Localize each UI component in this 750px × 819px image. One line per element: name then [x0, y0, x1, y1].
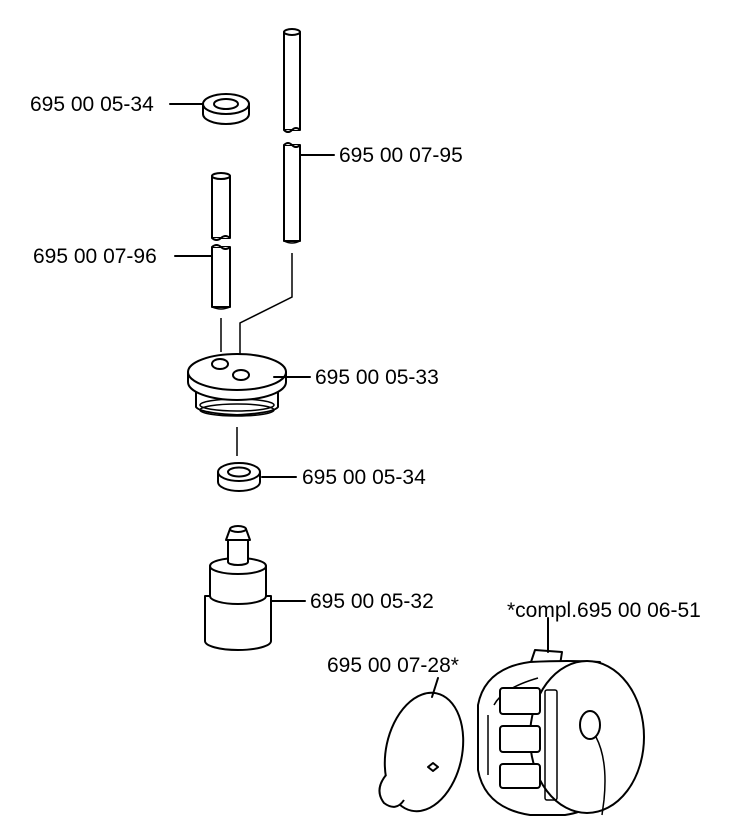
- label-fuel-filter: 695 00 05-32: [310, 590, 434, 613]
- label-hose-short: 695 00 07-96: [33, 245, 157, 268]
- seal-ring-bottom: [217, 462, 261, 492]
- label-seal-top: 695 00 05-34: [30, 93, 154, 116]
- label-fuel-cap: *compl.695 00 06-51: [507, 599, 701, 622]
- label-grommet: 695 00 05-33: [315, 366, 439, 389]
- fuel-hose-long: [283, 28, 301, 244]
- label-seal-bottom: 695 00 05-34: [302, 466, 426, 489]
- leader-cap-gasket: [431, 677, 439, 698]
- fuel-hose-short: [211, 172, 231, 310]
- rubber-grommet: [187, 353, 287, 417]
- seal-ring-top: [202, 93, 250, 125]
- fuel-cap: [477, 649, 645, 816]
- label-hose-long: 695 00 07-95: [339, 144, 463, 167]
- assembly-line-long-hose: [239, 253, 293, 368]
- fuel-filter: [204, 525, 272, 651]
- cap-gasket: [378, 691, 465, 813]
- label-cap-gasket: 695 00 07-28*: [327, 654, 459, 677]
